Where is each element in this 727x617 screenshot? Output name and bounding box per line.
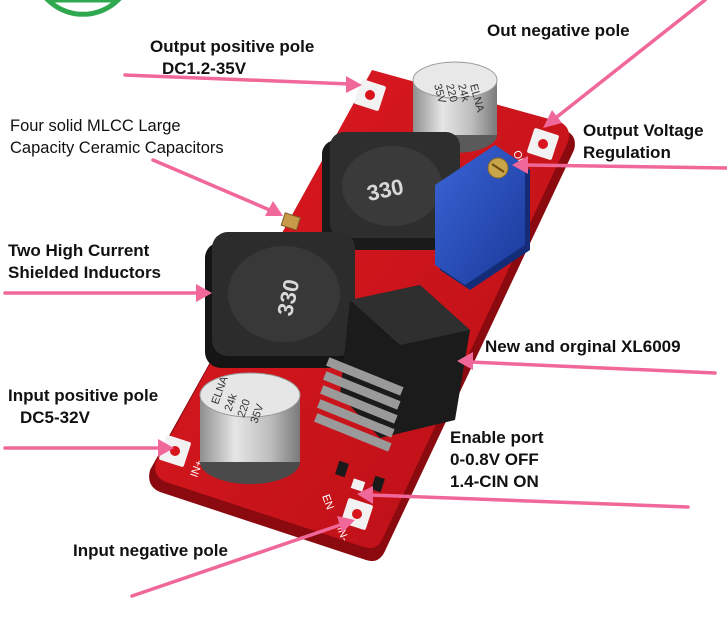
label-input-negative-line1: Input negative pole	[73, 541, 228, 560]
inductor-bottom: 330	[205, 232, 355, 368]
label-enable-line1: Enable port	[450, 428, 544, 447]
label-out-negative: Out negative pole	[487, 20, 630, 42]
silk-in-minus: IN-	[334, 525, 350, 543]
label-chip-line1: New and orginal XL6009	[485, 337, 681, 356]
label-output-voltage-line2: Regulation	[583, 143, 671, 162]
silk-en: EN	[319, 493, 336, 512]
label-output-positive-line1: Output positive pole	[150, 37, 315, 56]
arrow-out-negative	[551, 0, 707, 122]
cap-bottom-mark-2: 24k	[223, 392, 241, 413]
arrow-enable	[368, 493, 690, 509]
arrow-output-voltage	[523, 163, 727, 170]
cap-top-mark-2: 24k	[455, 83, 471, 104]
arrow-chip	[468, 360, 717, 375]
label-chip: New and orginal XL6009	[485, 336, 681, 358]
label-mlcc: Four solid MLCC Large Capacity Ceramic C…	[10, 115, 224, 159]
label-output-voltage: Output Voltage Regulation	[583, 120, 704, 164]
arrow-output-positive	[123, 73, 352, 86]
cap-bottom-mark-3: 220	[236, 398, 254, 419]
label-out-negative-line1: Out negative pole	[487, 21, 630, 40]
label-output-positive-line2: DC1.2-35V	[162, 59, 247, 78]
label-inductors-line2: Shielded Inductors	[8, 263, 162, 282]
arrow-input-negative	[130, 522, 345, 598]
capacitor-bottom: ELNA 24k 220 35V	[199, 372, 301, 484]
label-enable-line2: 0-0.8V OFF	[450, 450, 539, 469]
xl6009-chip	[314, 285, 470, 452]
trimmer-potentiometer	[435, 145, 530, 290]
label-input-positive: Input positive pole DC5-32V	[8, 385, 158, 429]
label-enable: Enable port 0-0.8V OFF 1.4-CIN ON	[450, 427, 544, 493]
inductor-top: 330	[322, 132, 460, 250]
label-output-voltage-line1: Output Voltage	[583, 121, 704, 140]
brand-logo	[44, 0, 122, 17]
callout-arrows	[3, 0, 727, 598]
label-enable-line3: 1.4-CIN ON	[450, 472, 539, 491]
label-mlcc-line2: Capacity Ceramic Capacitors	[10, 139, 224, 157]
capacitor-top: ELNA 24k 220 35V	[412, 61, 498, 153]
label-input-positive-line2: DC5-32V	[20, 408, 90, 427]
cap-top-mark-3: 220	[443, 83, 459, 104]
arrow-mlcc	[151, 158, 274, 213]
mlcc-capacitor	[280, 212, 302, 231]
cap-top-mark-4: 35V	[431, 83, 448, 106]
label-mlcc-line1: Four solid MLCC Large	[10, 117, 181, 135]
label-output-positive: Output positive pole DC1.2-35V	[150, 36, 314, 80]
label-input-positive-line1: Input positive pole	[8, 386, 159, 405]
label-input-negative: Input negative pole	[73, 540, 228, 562]
label-inductors-line1: Two High Current	[8, 241, 150, 260]
label-inductors: Two High Current Shielded Inductors	[8, 240, 161, 284]
